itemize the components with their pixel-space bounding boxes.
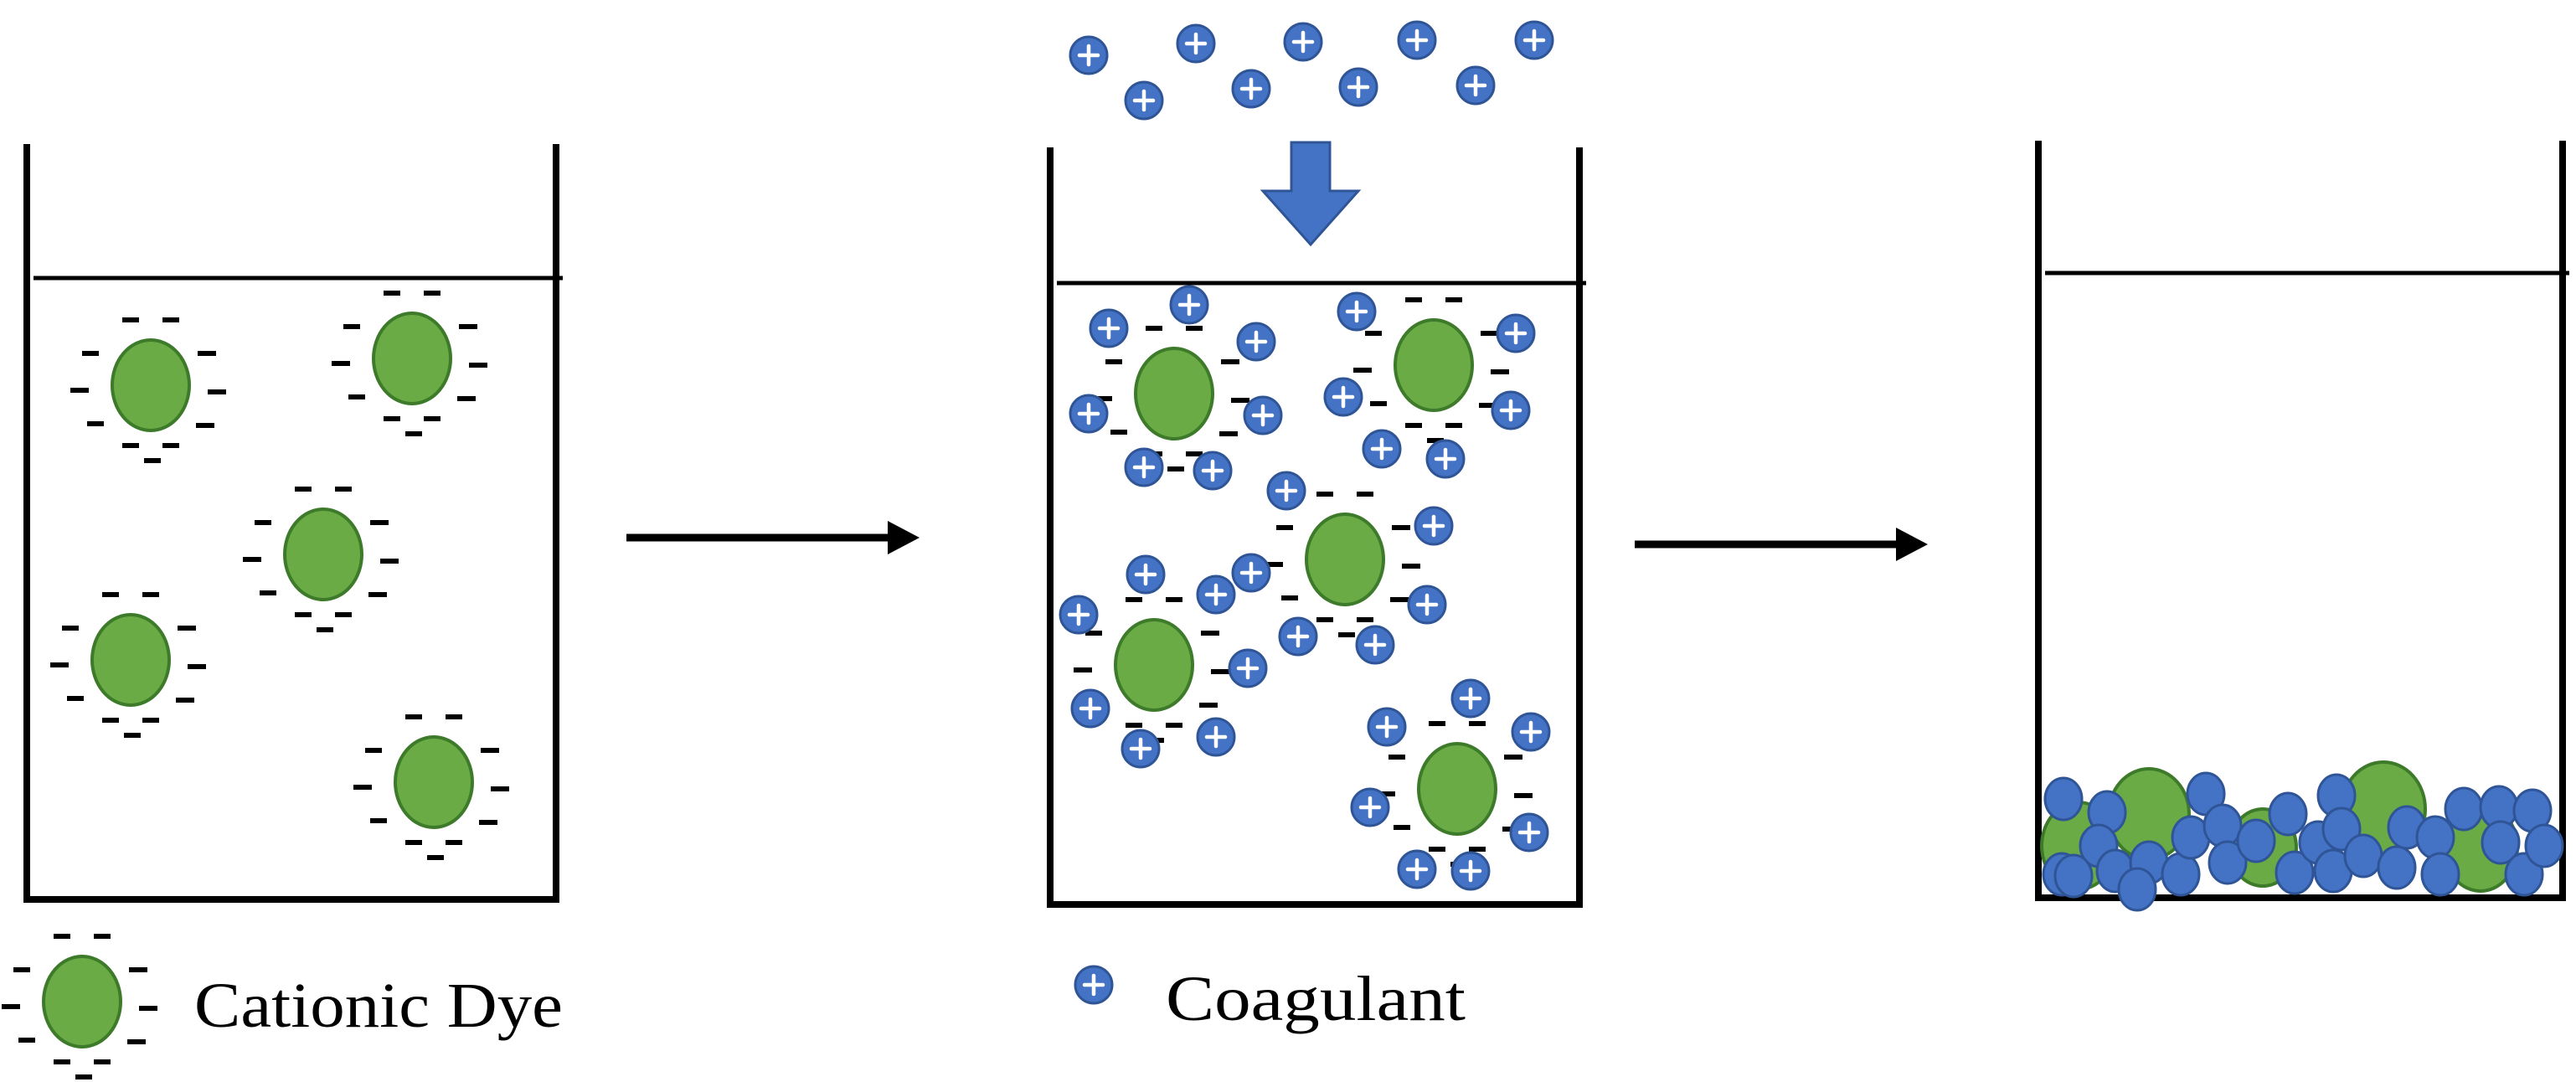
legend: Cationic Dye Coagulant — [2, 936, 1466, 1077]
beaker-3 — [2035, 141, 2569, 901]
right-arrow-icon — [1635, 528, 1928, 561]
coagulant-ion — [1198, 576, 1234, 613]
coagulant-ion — [1280, 618, 1316, 655]
coagulant-ion — [1238, 323, 1275, 360]
settled-coagulant — [2053, 853, 2094, 899]
coagulant-ion — [1511, 814, 1548, 851]
coagulant-ion — [1516, 22, 1553, 59]
coagulant-ion — [1338, 293, 1375, 330]
coagulant-ion — [1427, 441, 1464, 477]
coagulant-ion — [1409, 586, 1445, 623]
coagulant-ion — [1127, 556, 1164, 593]
settled-coagulant — [2161, 852, 2201, 897]
dye-particle — [50, 595, 206, 735]
settled-coagulant — [2444, 786, 2484, 832]
dye-particle — [70, 320, 226, 461]
dye-legend-label: Cationic Dye — [194, 971, 563, 1041]
dye-particle — [332, 293, 487, 434]
coagulant-ion — [1070, 37, 1107, 74]
coagulant-ion — [1340, 69, 1377, 106]
coagulant-ion — [1492, 392, 1529, 429]
settled-coagulant — [2202, 803, 2243, 848]
settled-floc-sediment — [2040, 760, 2564, 912]
dye-particle — [353, 717, 509, 858]
dye-legend-icon — [2, 936, 157, 1077]
coagulant-ion — [1233, 70, 1270, 107]
coagulant-ion — [1171, 286, 1208, 323]
coagulant-legend-icon — [1075, 966, 1112, 1003]
settled-coagulant — [2343, 833, 2383, 878]
coagulant-ion — [1285, 23, 1321, 60]
coagulant-ion — [1198, 719, 1234, 755]
dye-particle — [1265, 494, 1420, 635]
coagulant-ion — [1177, 25, 1214, 62]
coagulant-ion — [1072, 690, 1109, 727]
coagulant-ion — [1452, 680, 1489, 717]
settled-coagulant — [2043, 776, 2084, 822]
coagulant-ion — [1244, 397, 1281, 434]
dye-particle — [1353, 300, 1509, 441]
dye-particle — [1094, 328, 1249, 469]
down-arrow-icon — [1260, 141, 1362, 247]
coagulant-ion — [1126, 82, 1162, 119]
settled-coagulant — [2524, 823, 2564, 868]
coagulant-ion — [1368, 708, 1405, 745]
dye-particle — [1377, 724, 1533, 864]
settled-coagulant — [2268, 791, 2308, 837]
settled-coagulant — [2117, 867, 2157, 912]
coagulant-ion — [1357, 626, 1394, 663]
coagulant-ion — [1126, 449, 1162, 486]
coagulant-ion — [1060, 596, 1097, 633]
settled-coagulant — [2236, 818, 2276, 863]
right-arrow-icon — [626, 521, 920, 554]
coagulant-ion — [1229, 650, 1266, 687]
coagulant-ion — [1090, 310, 1127, 347]
coagulant-ion — [1497, 315, 1534, 352]
coagulant-ion — [1325, 379, 1362, 415]
coagulant-ion — [1457, 67, 1494, 104]
coagulant-ion — [1363, 430, 1400, 467]
coagulant-ion — [1399, 22, 1435, 59]
coagulant-ion — [1352, 789, 1388, 826]
coagulant-ion — [1512, 714, 1549, 750]
coagulant-ion — [1122, 730, 1159, 767]
beaker-2 — [1047, 147, 1586, 908]
dye-particle — [243, 489, 399, 630]
coagulant-ion — [1268, 472, 1305, 509]
coagulant-ion — [1415, 508, 1452, 544]
incoming-coagulant-ions — [1070, 22, 1553, 119]
beaker-1 — [23, 144, 563, 903]
coagulant-ion — [1452, 853, 1489, 889]
coagulant-legend-label: Coagulant — [1166, 964, 1466, 1034]
coagulant-ion — [1070, 395, 1107, 432]
settled-coagulant — [2415, 815, 2455, 860]
coagulant-ion — [1399, 851, 1435, 888]
beaker-1-dye-particles — [50, 293, 509, 858]
settled-coagulant — [2377, 845, 2417, 890]
settled-coagulant — [2420, 852, 2460, 897]
coagulant-ion — [1194, 452, 1231, 489]
coagulant-ion — [1233, 554, 1270, 591]
